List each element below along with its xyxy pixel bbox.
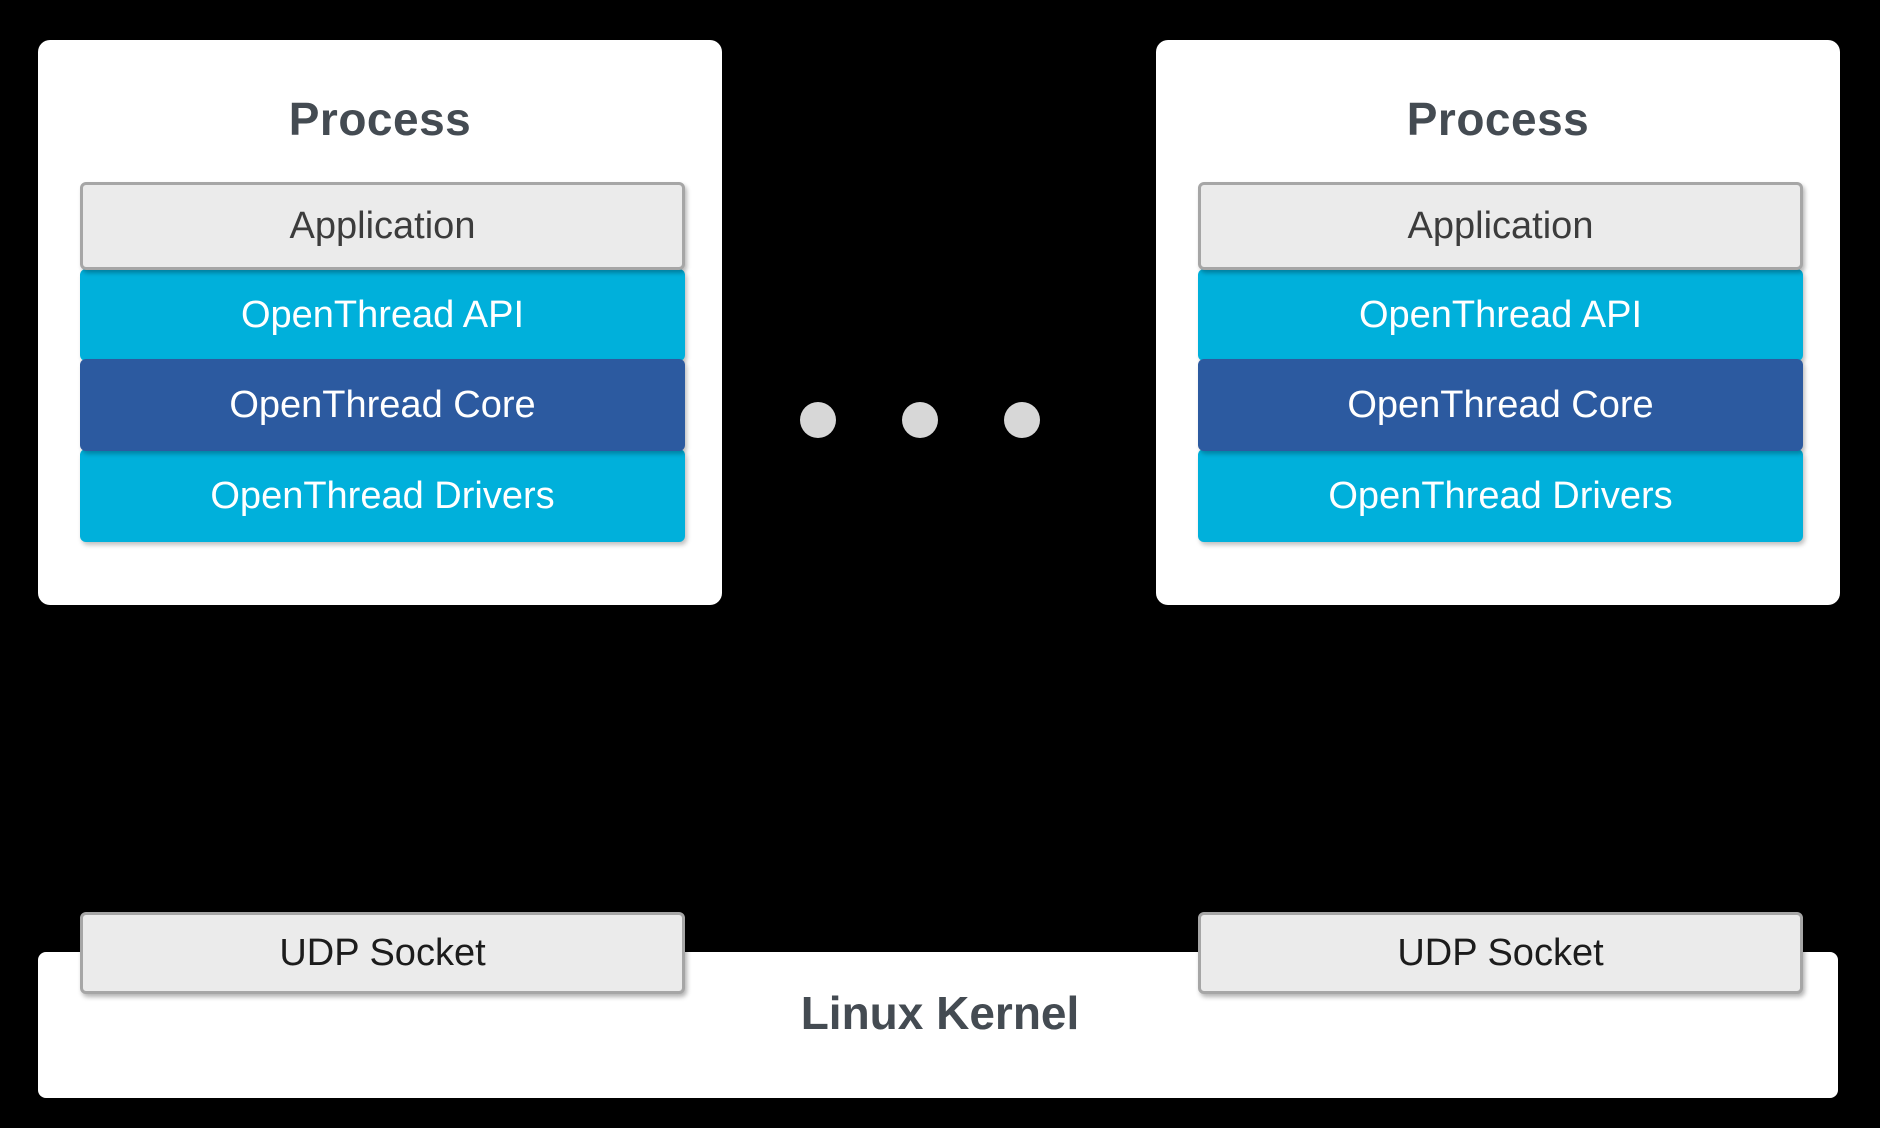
process-title-left: Process [288,93,472,145]
ellipsis-dot-icon [902,402,938,438]
layer-openthread-drivers-left[interactable]: OpenThread Drivers [80,449,685,542]
process-box-left: Process Application OpenThread API OpenT… [38,40,722,605]
arrow-up-icon-left [301,640,335,728]
ellipsis-dot-icon [1004,402,1040,438]
kernel-title: Linux Kernel [800,987,1080,1039]
udp-socket-right[interactable]: UDP Socket [1198,912,1803,994]
layer-openthread-api-right[interactable]: OpenThread API [1198,269,1803,361]
layer-stack-right: Application OpenThread API OpenThread Co… [1198,182,1803,542]
layer-application-left[interactable]: Application [80,182,685,270]
layer-stack-left: Application OpenThread API OpenThread Co… [80,182,685,542]
layer-openthread-api-left[interactable]: OpenThread API [80,269,685,361]
process-box-right: Process Application OpenThread API OpenT… [1156,40,1840,605]
arrow-up-icon-right [1421,640,1455,728]
more-processes-ellipsis [800,400,1040,440]
layer-openthread-core-left[interactable]: OpenThread Core [80,359,685,451]
ellipsis-dot-icon [800,402,836,438]
layer-application-right[interactable]: Application [1198,182,1803,270]
udp-socket-left[interactable]: UDP Socket [80,912,685,994]
layer-openthread-core-right[interactable]: OpenThread Core [1198,359,1803,451]
layer-openthread-drivers-right[interactable]: OpenThread Drivers [1198,449,1803,542]
process-title-right: Process [1406,93,1590,145]
